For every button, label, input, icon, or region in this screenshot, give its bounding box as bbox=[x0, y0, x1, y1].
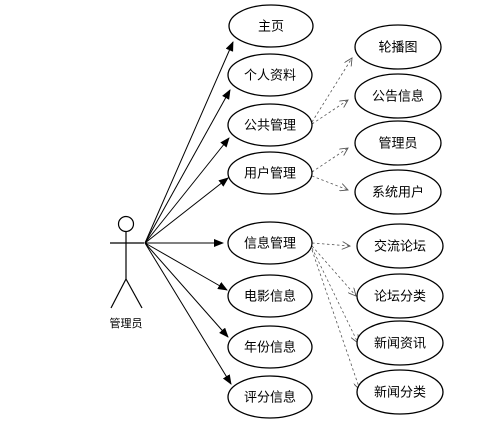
sub-use-case-forum-category-label: 论坛分类 bbox=[374, 290, 426, 305]
use-case-info-management-shape bbox=[227, 221, 313, 265]
use-case-homepage: 主页 bbox=[228, 4, 314, 48]
sub-use-case-carousel: 轮播图 bbox=[354, 24, 442, 70]
use-case-movie-info-shape bbox=[227, 274, 313, 318]
relation-public-to-announcement bbox=[311, 100, 348, 125]
sub-use-case-carousel-shape bbox=[354, 24, 442, 70]
sub-use-case-forum-shape bbox=[356, 223, 444, 269]
use-case-year-info-shape bbox=[227, 325, 313, 369]
sub-use-case-forum-label: 交流论坛 bbox=[374, 239, 426, 255]
relation-user-to-admin bbox=[311, 148, 348, 173]
sub-use-case-relations bbox=[311, 58, 360, 390]
relation-info-to-forum bbox=[311, 243, 350, 246]
sub-use-case-forum: 交流论坛 bbox=[356, 223, 444, 269]
actor-admin: 管理员 bbox=[110, 215, 144, 330]
use-case-profile-shape bbox=[227, 53, 313, 97]
use-case-movie-info: 电影信息 bbox=[227, 274, 313, 318]
sub-use-case-admin: 管理员 bbox=[354, 120, 442, 166]
association-to-homepage bbox=[144, 41, 234, 244]
use-case-user-management-label: 用户管理 bbox=[244, 166, 296, 182]
use-case-public-management: 公共管理 bbox=[227, 103, 313, 147]
sub-use-case-announcement-shape bbox=[354, 73, 442, 119]
sub-use-case-system-user: 系统用户 bbox=[354, 169, 442, 215]
use-case-year-info: 年份信息 bbox=[227, 325, 313, 369]
association-to-profile bbox=[144, 89, 231, 244]
use-case-rating-info-shape bbox=[227, 375, 313, 419]
use-case-info-management-label: 信息管理 bbox=[244, 236, 296, 252]
sub-use-case-carousel-label: 轮播图 bbox=[378, 41, 417, 56]
sub-use-case-admin-label: 管理员 bbox=[378, 137, 417, 152]
sub-use-case-news-shape bbox=[356, 320, 444, 366]
sub-use-case-news-category-label: 新闻分类 bbox=[374, 385, 426, 401]
use-case-public-management-label: 公共管理 bbox=[244, 119, 296, 134]
sub-use-case-announcement-label: 公告信息 bbox=[372, 89, 424, 105]
association-to-year-info bbox=[144, 242, 229, 338]
use-case-user-management-shape bbox=[227, 151, 313, 195]
sub-use-case-announcement: 公告信息 bbox=[354, 73, 442, 119]
sub-use-case-news-category: 新闻分类 bbox=[356, 369, 444, 415]
association-to-movie-info bbox=[144, 242, 228, 291]
use-case-profile-label: 个人资料 bbox=[244, 69, 296, 84]
use-case-info-management: 信息管理 bbox=[227, 221, 313, 265]
association-to-user-management bbox=[144, 177, 229, 244]
use-case-user-management: 用户管理 bbox=[227, 151, 313, 195]
actor-left-leg bbox=[110, 278, 127, 309]
use-case-rating-info-label: 评分信息 bbox=[244, 390, 296, 406]
sub-use-case-forum-category-shape bbox=[356, 273, 444, 319]
relation-info-to-news bbox=[311, 247, 358, 343]
use-case-year-info-label: 年份信息 bbox=[244, 340, 296, 356]
association-to-rating-info bbox=[144, 242, 232, 385]
use-case-profile: 个人资料 bbox=[227, 53, 313, 97]
sub-use-case-system-user-shape bbox=[354, 169, 442, 215]
relation-public-to-carousel bbox=[311, 58, 352, 123]
sub-use-case-news-label: 新闻资讯 bbox=[374, 336, 426, 352]
sub-use-case-news: 新闻资讯 bbox=[356, 320, 444, 366]
relation-user-to-system-user bbox=[311, 175, 348, 190]
actor-label: 管理员 bbox=[110, 316, 143, 330]
use-case-public-management-shape bbox=[227, 103, 313, 147]
relation-info-to-news-category bbox=[311, 249, 360, 390]
actor-right-leg bbox=[125, 278, 143, 309]
association-to-public-management bbox=[144, 137, 230, 244]
actor-head bbox=[117, 215, 135, 233]
relation-info-to-forum-category bbox=[311, 245, 356, 296]
sub-use-case-system-user-label: 系统用户 bbox=[372, 185, 424, 201]
use-case-homepage-label: 主页 bbox=[258, 20, 284, 35]
sub-use-case-news-category-shape bbox=[356, 369, 444, 415]
use-case-homepage-shape bbox=[228, 4, 314, 48]
sub-use-case-forum-category: 论坛分类 bbox=[356, 273, 444, 319]
actor-associations bbox=[144, 41, 234, 385]
use-case-rating-info: 评分信息 bbox=[227, 375, 313, 419]
use-case-movie-info-label: 电影信息 bbox=[244, 289, 296, 305]
sub-use-case-admin-shape bbox=[354, 120, 442, 166]
